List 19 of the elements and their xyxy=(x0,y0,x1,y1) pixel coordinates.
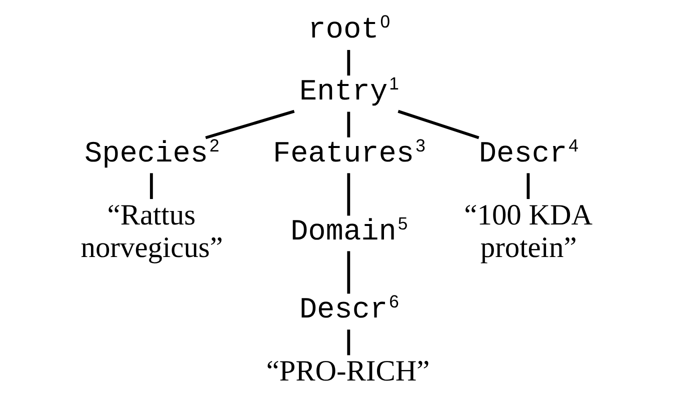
connector xyxy=(347,112,350,138)
connector xyxy=(347,50,350,76)
connector xyxy=(347,251,350,294)
node-text: Descr$^{4}$ xyxy=(478,135,579,170)
node-text: “PRO-RICH” xyxy=(266,356,430,388)
node-text: “100 KDA protein” xyxy=(464,200,592,264)
node-text: Features$^{3}$ xyxy=(272,135,426,170)
node-text: Species$^{2}$ xyxy=(84,135,220,170)
node-text: Entry$^{1}$ xyxy=(299,73,399,108)
connector xyxy=(150,173,153,200)
node-text: Descr$^{6}$ xyxy=(299,291,399,326)
connector xyxy=(205,110,295,140)
connector xyxy=(347,330,350,356)
connector xyxy=(398,110,480,140)
node-text: root$^{0}$ xyxy=(308,12,390,47)
node-text: Domain$^{5}$ xyxy=(290,213,408,248)
connector xyxy=(347,173,350,216)
connector xyxy=(526,173,530,200)
node-text: “Rattus norvegicus” xyxy=(80,200,223,264)
